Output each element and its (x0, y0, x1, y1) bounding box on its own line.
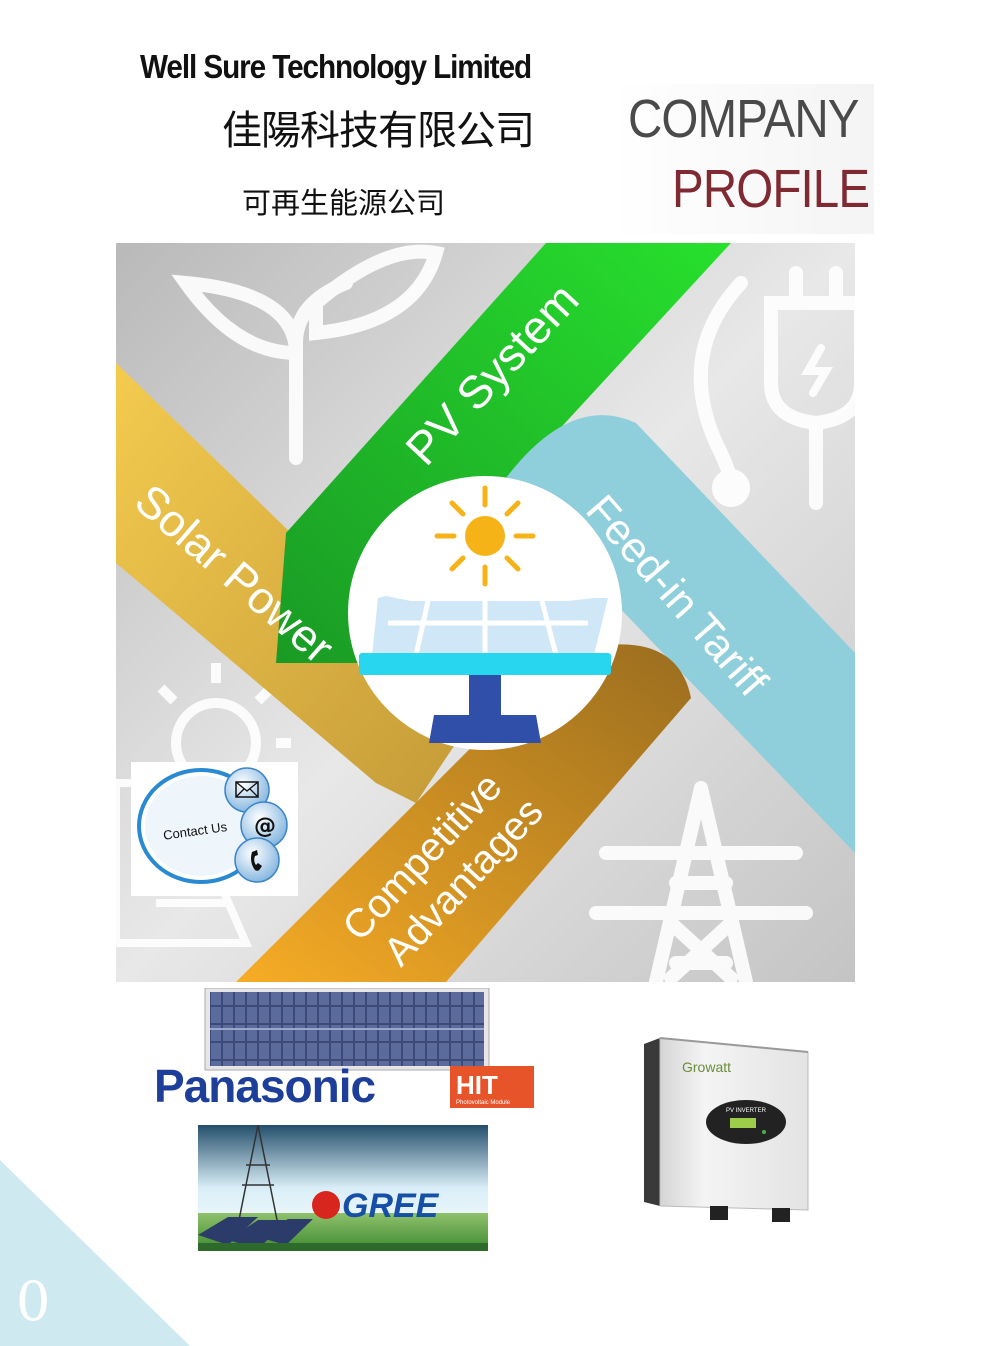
solar-panel-emblem (348, 476, 622, 750)
solar-module-image (204, 987, 490, 1071)
hit-subtitle: Photovoltaic Module (456, 1100, 511, 1106)
power-tower-icon (589, 781, 813, 982)
contact-us-badge[interactable]: Contact Us @ (131, 762, 298, 896)
panasonic-hit-logo: Panasonic HIT Photovoltaic Module (150, 987, 540, 1112)
hero-graphic: PV System Solar Power Feed-in Tariff Com… (116, 243, 855, 982)
company-tagline-zh: 可再生能源公司 (242, 186, 446, 220)
plant-icon (171, 244, 445, 465)
hit-wordmark: HIT (456, 1070, 498, 1100)
growatt-wordmark: Growatt (682, 1059, 731, 1075)
growatt-inverter-photo: Growatt PV INVERTER (636, 1034, 814, 1226)
ribbon-competitive-advantages (236, 644, 691, 982)
plug-icon (693, 266, 855, 510)
solar-array-icon (198, 1217, 313, 1249)
page-corner-decoration (0, 1160, 190, 1346)
page-number: 0 (16, 1270, 51, 1333)
profile-title-box (612, 84, 874, 234)
company-name-zh: 佳陽科技有限公司 (222, 108, 535, 154)
sun-emblem-icon (434, 485, 536, 587)
transmission-tower-icon (237, 1124, 279, 1226)
pv-inverter-label: PV INVERTER (726, 1108, 767, 1114)
panasonic-wordmark: Panasonic (154, 1060, 376, 1110)
gree-solar-photo: GREE (198, 1124, 488, 1251)
profile-title-line1: COMPANY (628, 89, 859, 149)
gree-wordmark: GREE (342, 1187, 440, 1225)
company-name-en: Well Sure Technology Limited (140, 48, 532, 85)
phone-icon (251, 850, 262, 871)
ribbon-feed-in-tariff (506, 415, 855, 853)
at-icon: @ (254, 814, 276, 839)
mail-icon (235, 781, 259, 798)
profile-title-line2: PROFILE (672, 159, 870, 219)
